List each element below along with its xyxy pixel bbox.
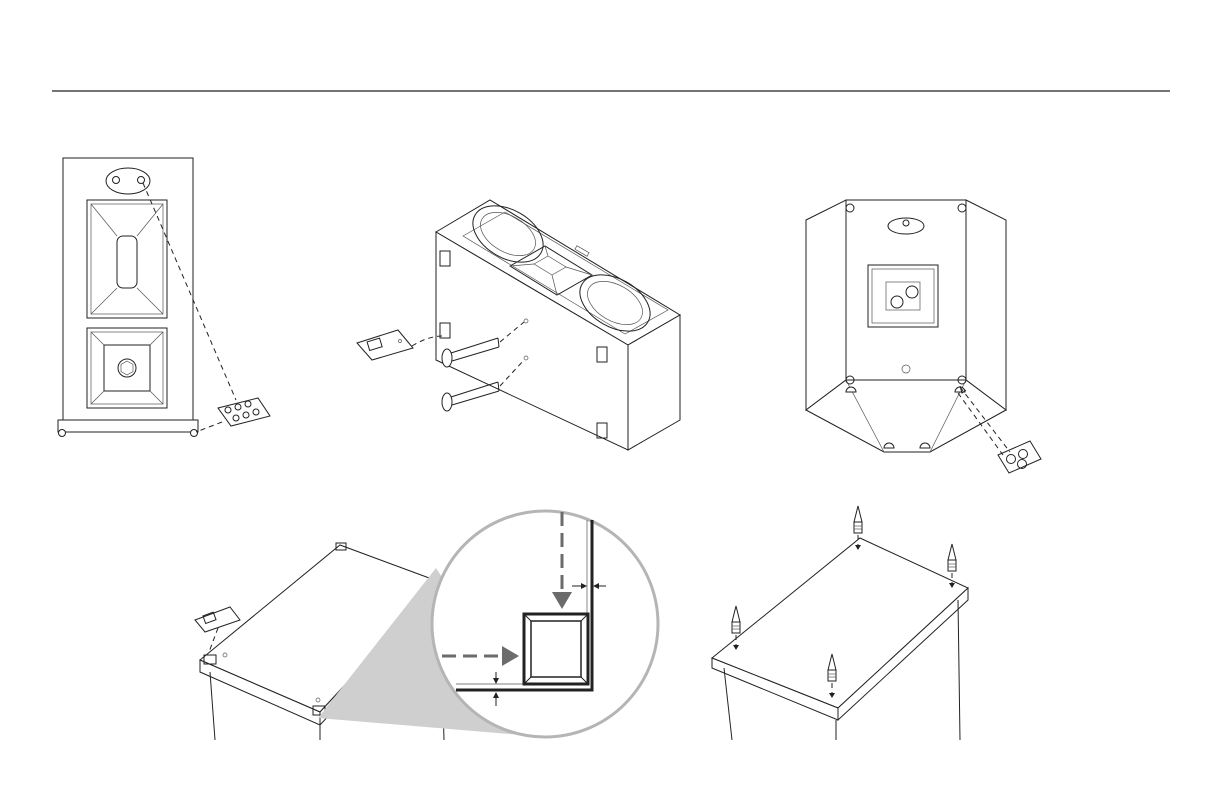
- tower-base: [58, 420, 198, 432]
- wall-speaker-left-face: [806, 200, 846, 410]
- cabinet-corner-pad-detail: [195, 511, 658, 740]
- mounting-bolt-icon: [442, 382, 499, 411]
- wall-speaker-right-face: [966, 200, 1006, 410]
- wall-speaker-back-view: [806, 200, 1041, 473]
- corner-pad-sheet-icon: [357, 330, 413, 360]
- tower-cabinet: [63, 158, 193, 428]
- rubber-pad-sheet-icon: [218, 398, 270, 426]
- binding-post: [906, 286, 918, 298]
- round-pad-sheet-icon: [998, 441, 1041, 473]
- tower-speaker-rear-pad-placement: [58, 158, 270, 437]
- center-channel-mounting-bolts: [357, 194, 680, 450]
- foot-pad: [191, 430, 198, 437]
- cabinet-spike-installation: [712, 506, 968, 740]
- binding-post: [891, 296, 903, 308]
- foot-pad: [59, 430, 66, 437]
- wall-speaker-bottom: [806, 380, 1006, 452]
